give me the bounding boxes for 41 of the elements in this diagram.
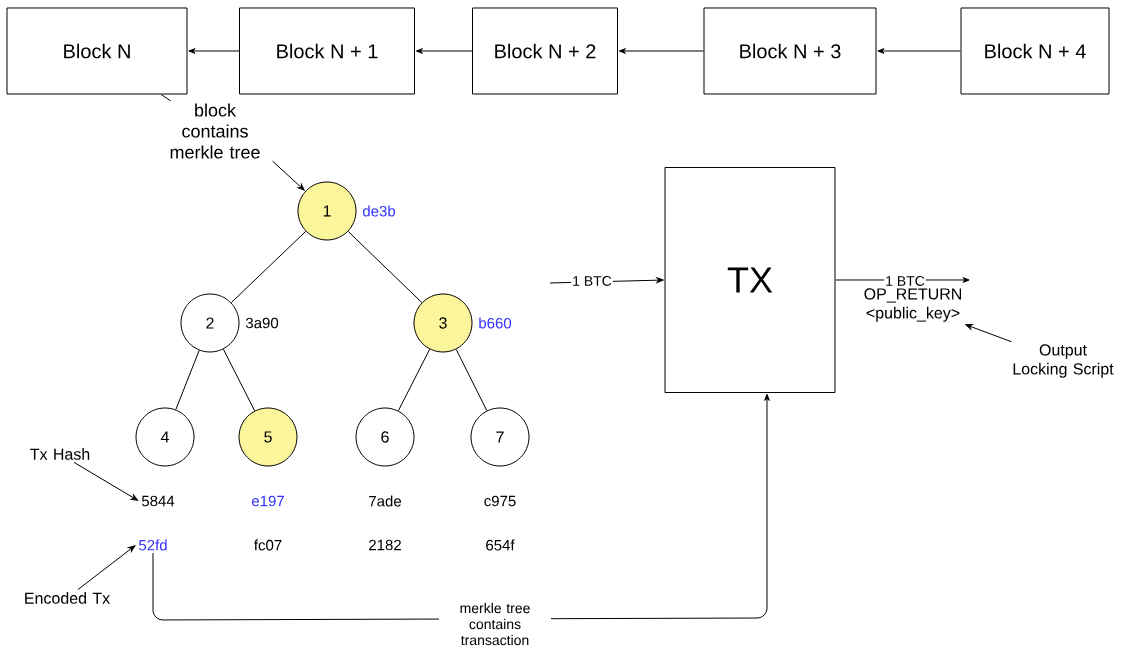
block-box: Block N + 1 [239,7,415,95]
hash-text: 7ade [369,495,401,507]
hash-text: 654f [486,539,515,551]
edge-label: 1 BTC [571,275,613,287]
arrow [152,393,770,621]
annotation-text: Output Locking Script [1013,344,1114,378]
arrow [188,48,240,54]
hash-text: 2182 [369,539,401,551]
tree-branch-line [222,348,256,412]
tree-branch-line [230,230,307,304]
hash-text: 3a90 [245,317,279,329]
arrow [618,48,704,54]
arrow [415,48,473,54]
block-box: Block N + 3 [703,7,877,95]
hash-text: c975 [484,495,516,507]
leader-line [160,94,172,102]
transaction-box: TX [664,167,836,393]
hash-text: de3b [362,205,396,217]
arrow [877,48,961,54]
annotation-text: OP_RETURN <public_key> [864,288,962,322]
annotation-text: Tx Hash [30,448,90,460]
block-box: Block N [6,7,188,95]
edge-label: 1 BTC [884,275,926,287]
annotation-text: block contains merkle tree [170,103,260,159]
arrow [73,461,139,501]
hash-text: 52fd [139,539,167,551]
arrow [965,324,1012,343]
hash-text: b660 [479,317,512,329]
tree-branch-line [455,348,488,412]
tree-branch-line [397,348,431,412]
tree-branch-line [347,231,423,303]
block-box: Block N + 2 [472,7,618,95]
arrow [272,160,305,191]
arrow [77,545,136,591]
edge-label: merkle tree contains transaction [439,601,551,647]
hash-text: e197 [251,495,284,507]
annotation-text: Encoded Tx [25,592,110,604]
hash-text: 5844 [141,495,175,507]
block-box: Block N + 4 [960,7,1110,95]
tree-branch-line [175,349,200,411]
hash-text: fc07 [254,539,282,551]
